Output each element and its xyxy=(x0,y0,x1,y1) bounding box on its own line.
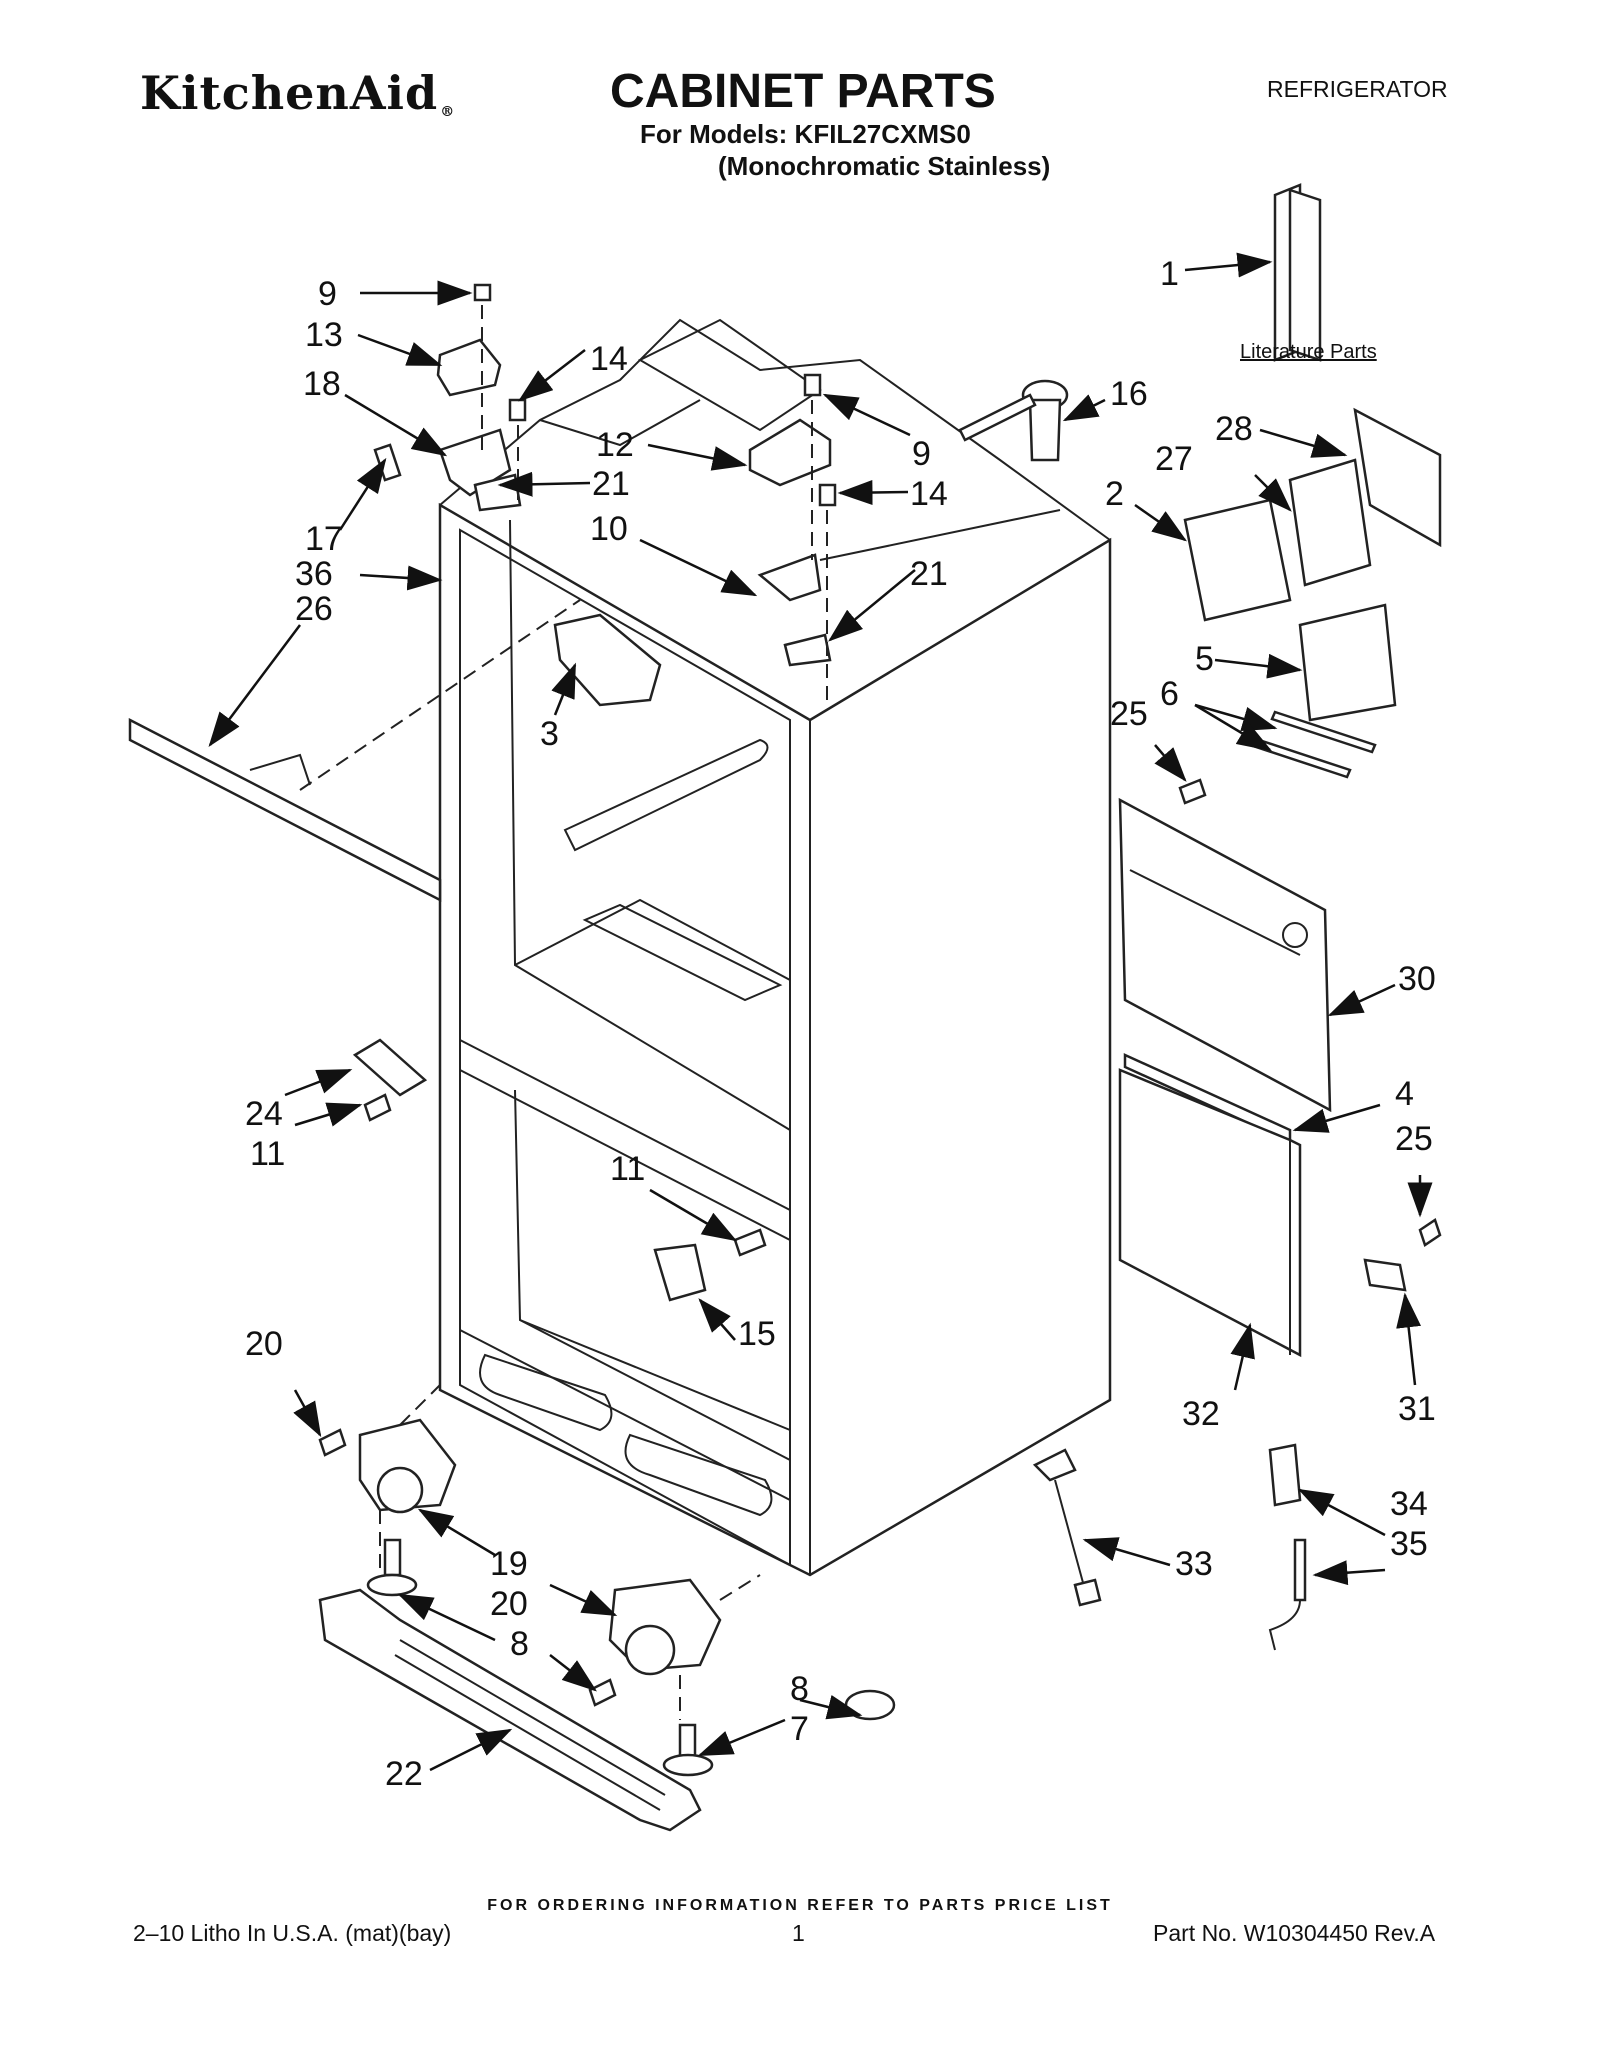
cabinet-top-rear xyxy=(439,318,1111,561)
wiring-harness-33 xyxy=(1032,1448,1102,1607)
callout-14: 14 xyxy=(590,340,628,378)
callout-28: 28 xyxy=(1215,410,1253,448)
callout-21b: 21 xyxy=(910,555,948,593)
control-board-5 xyxy=(1298,603,1397,722)
thermistor-35 xyxy=(1268,1538,1307,1651)
model-number: For Models: KFIL27CXMS0 xyxy=(640,119,971,149)
callout-19: 19 xyxy=(490,1545,528,1583)
bracket-15 xyxy=(653,1243,707,1302)
callout-8b: 8 xyxy=(790,1670,809,1708)
bracket-24 xyxy=(352,1038,428,1097)
access-panel-30 xyxy=(1118,797,1332,1113)
brand-name: KitchenAid xyxy=(140,66,439,120)
callout-18: 18 xyxy=(303,365,341,403)
callout-arrows xyxy=(208,252,1433,1772)
screw-11 xyxy=(363,1093,767,1257)
literature-parts-label: Literature Parts xyxy=(1240,341,1377,363)
callout-15: 15 xyxy=(738,1315,776,1353)
cover-27 xyxy=(1288,458,1372,587)
clamp-31 xyxy=(1363,1258,1407,1292)
trim-26 xyxy=(128,717,442,903)
callout-20b: 20 xyxy=(490,1585,528,1623)
callout-1: 1 xyxy=(1160,255,1179,293)
screws xyxy=(473,283,837,507)
hinge-cover-13 xyxy=(436,338,502,397)
hinge-cover-12 xyxy=(748,418,832,487)
callout-2: 2 xyxy=(1105,475,1124,513)
callout-11b: 11 xyxy=(610,1150,645,1188)
callout-8: 8 xyxy=(510,1625,529,1663)
callout-34: 34 xyxy=(1390,1485,1428,1523)
product-category: REFRIGERATOR xyxy=(1267,76,1448,102)
callout-12: 12 xyxy=(596,426,634,464)
callout-3: 3 xyxy=(540,715,559,753)
callout-25: 25 xyxy=(1110,695,1148,733)
kickplate-32 xyxy=(1118,1068,1302,1358)
top-hinge-10 xyxy=(757,553,822,602)
model-finish: (Monochromatic Stainless) xyxy=(718,151,1051,181)
exploded-parts-diagram: Literature Parts xyxy=(128,183,1442,1832)
callout-20: 20 xyxy=(245,1325,283,1363)
cabinet-body xyxy=(438,502,1112,1577)
print-info: 2–10 Litho In U.S.A. (mat)(bay) xyxy=(133,1920,452,1946)
callout-27: 27 xyxy=(1155,440,1193,478)
callout-31: 31 xyxy=(1398,1390,1436,1428)
cover-28 xyxy=(1353,407,1442,548)
callout-32: 32 xyxy=(1182,1395,1220,1433)
callout-labels: 9 13 14 18 16 12 9 21 14 10 21 17 36 26 … xyxy=(245,255,1436,1793)
callout-6: 6 xyxy=(1160,675,1179,713)
foam-strips-6 xyxy=(1245,710,1377,779)
cap-7 xyxy=(844,1689,896,1721)
callout-30: 30 xyxy=(1398,960,1436,998)
brand-logo: KitchenAid® xyxy=(140,66,455,120)
callout-9b: 9 xyxy=(912,435,931,473)
model-info: For Models: KFIL27CXMS0 (Monochromatic S… xyxy=(640,118,1050,182)
callout-9: 9 xyxy=(318,275,337,313)
callout-16: 16 xyxy=(1110,375,1148,413)
callout-4: 4 xyxy=(1395,1075,1414,1113)
leveling-leg-8 xyxy=(366,1538,714,1777)
callout-36: 36 xyxy=(295,555,333,593)
callout-21: 21 xyxy=(592,465,630,503)
switch-34 xyxy=(1268,1443,1302,1507)
screw-25 xyxy=(1178,778,1442,1247)
water-valve-16 xyxy=(958,379,1069,462)
callout-25b: 25 xyxy=(1395,1120,1433,1158)
page-number: 1 xyxy=(792,1920,805,1946)
callout-17: 17 xyxy=(305,520,343,558)
callout-22: 22 xyxy=(385,1755,423,1793)
control-board-2 xyxy=(1183,498,1292,622)
callout-7: 7 xyxy=(790,1710,809,1748)
callout-33: 33 xyxy=(1175,1545,1213,1583)
callout-5: 5 xyxy=(1195,640,1214,678)
roller-assembly-19 xyxy=(358,1418,722,1676)
callout-35: 35 xyxy=(1390,1525,1428,1563)
bracket-3 xyxy=(553,613,662,707)
literature-part-1 xyxy=(1273,183,1322,362)
page-title: CABINET PARTS xyxy=(610,65,996,118)
ordering-note: FOR ORDERING INFORMATION REFER TO PARTS … xyxy=(487,1897,1113,1914)
registered-mark: ® xyxy=(440,104,456,120)
grille-22 xyxy=(318,1588,702,1832)
callout-13: 13 xyxy=(305,316,343,354)
callout-26: 26 xyxy=(295,590,333,628)
part-number: Part No. W10304450 Rev.A xyxy=(1153,1920,1436,1946)
callout-14b: 14 xyxy=(910,475,948,513)
callout-11: 11 xyxy=(250,1135,285,1173)
callout-10: 10 xyxy=(590,510,628,548)
callout-24: 24 xyxy=(245,1095,283,1133)
